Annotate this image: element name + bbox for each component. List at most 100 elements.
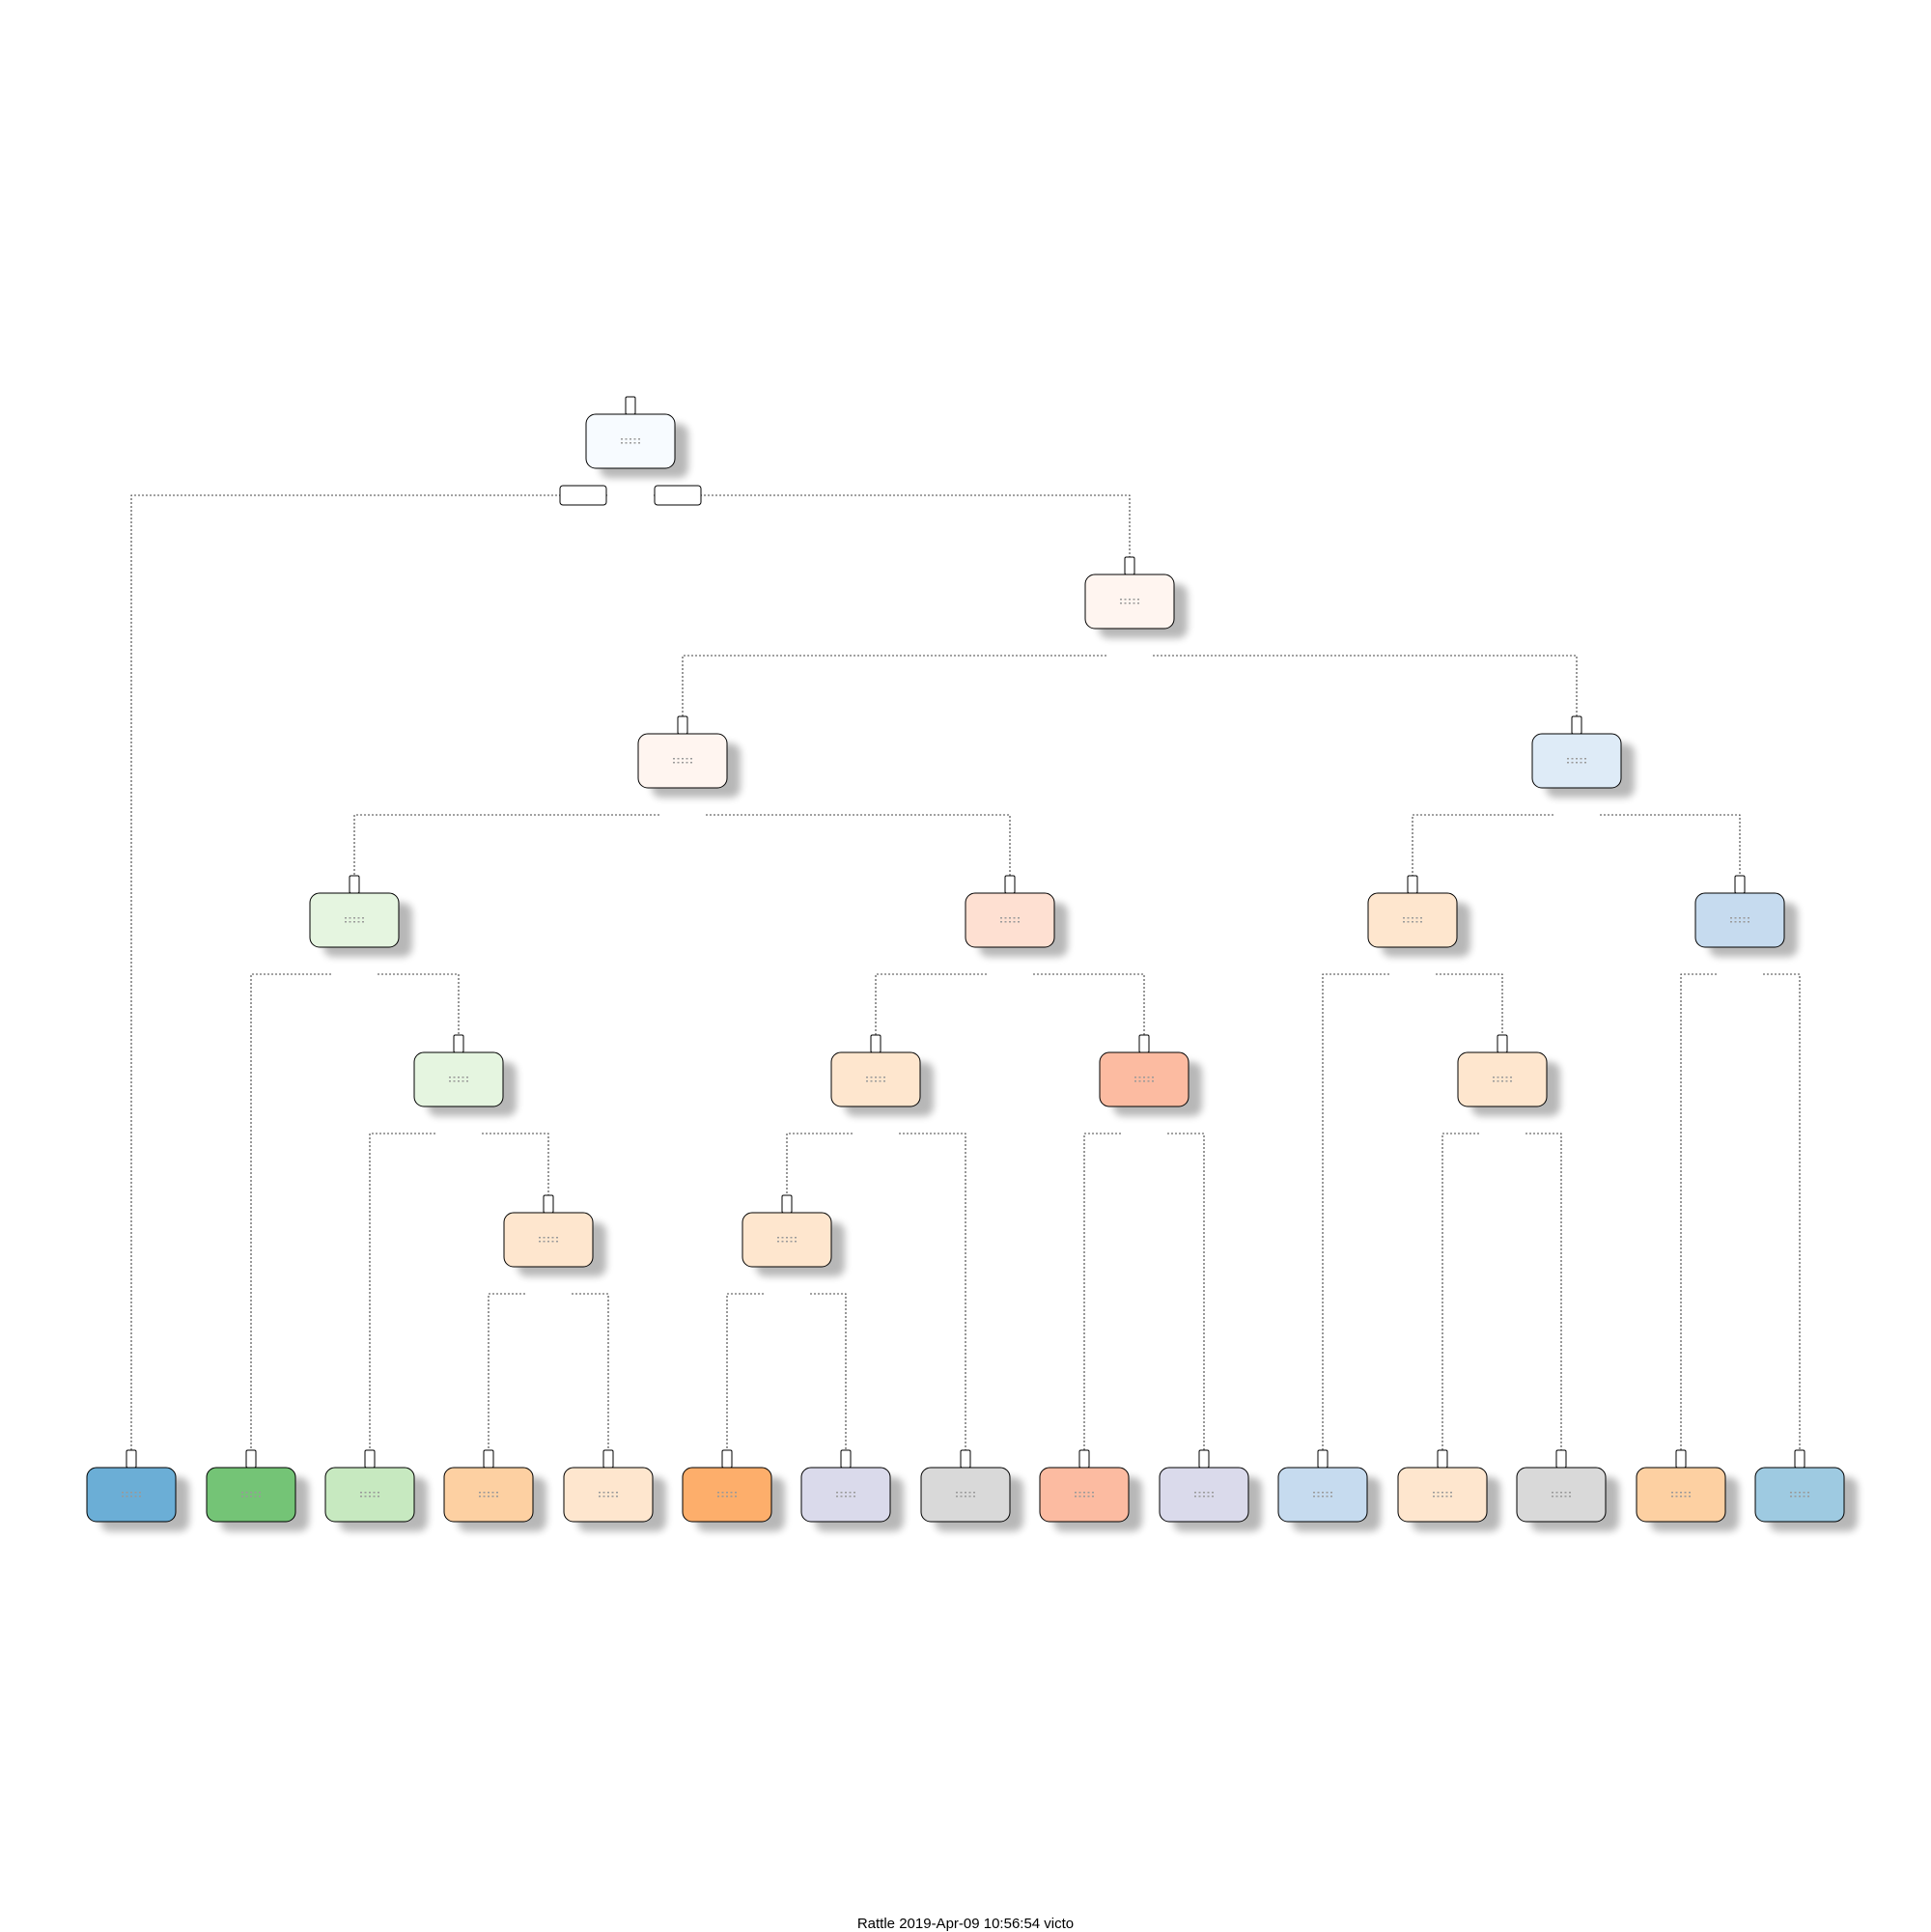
node-text-dot: [1567, 758, 1569, 760]
tree-edge-n51-n103: [548, 1293, 609, 1450]
node-text-dot: [1567, 762, 1569, 764]
node-text-dots: [1567, 758, 1586, 764]
node-text-dot: [1018, 921, 1020, 923]
node-box: [1694, 892, 1785, 948]
tree-edge-n51-n102: [488, 1293, 548, 1450]
node-text-dot: [1497, 1080, 1499, 1082]
node-text-dot: [1734, 917, 1737, 919]
node-text-dot: [602, 1496, 605, 1498]
tree-node-n1: [585, 396, 688, 478]
node-text-dot: [1078, 1496, 1081, 1498]
node-text-dot: [777, 1241, 779, 1243]
node-text-dot: [1415, 917, 1418, 919]
node-text-dot: [673, 762, 675, 764]
node-text-dot: [241, 1496, 243, 1498]
node-text-dot: [458, 1077, 460, 1078]
node-text-dot: [1510, 1077, 1512, 1078]
node-text-dot: [1437, 1496, 1440, 1498]
node-text-dot: [1000, 921, 1002, 923]
node-text-dot: [122, 1492, 124, 1494]
node-text-dots: [621, 438, 640, 444]
node-text-dot: [1152, 1077, 1154, 1078]
node-text-dot: [795, 1241, 797, 1243]
node-text-dot: [1675, 1492, 1678, 1494]
node-text-dot: [1415, 921, 1418, 923]
node-text-dot: [1152, 1080, 1154, 1082]
node-box: [309, 892, 400, 948]
node-number-tab: [840, 1449, 852, 1469]
node-text-dot: [795, 1237, 797, 1239]
node-text-dot: [139, 1492, 141, 1494]
tree-node-n13: [965, 875, 1068, 957]
node-text-dot: [1330, 1496, 1332, 1498]
node-text-dot: [1743, 917, 1746, 919]
node-text-dot: [449, 1080, 451, 1082]
node-number-tab: [1497, 1034, 1508, 1053]
node-text-dot: [854, 1492, 855, 1494]
root-split-right-box: [654, 485, 702, 506]
node-text-dot: [633, 442, 636, 444]
node-text-dot: [1684, 1496, 1687, 1498]
node-text-dot: [126, 1492, 128, 1494]
node-text-dot: [378, 1496, 379, 1498]
node-text-dot: [690, 762, 692, 764]
node-text-dot: [726, 1496, 728, 1498]
node-text-dot: [1207, 1492, 1210, 1494]
node-text-dot: [1580, 758, 1582, 760]
node-text-dot: [1560, 1496, 1562, 1498]
node-text-dot: [968, 1496, 971, 1498]
node-text-dots: [241, 1492, 261, 1498]
node-box: [1367, 892, 1458, 948]
node-text-dot: [349, 917, 351, 919]
node-text-dot: [840, 1496, 843, 1498]
node-text-dot: [1680, 1492, 1682, 1494]
node-text-dot: [599, 1492, 601, 1494]
node-text-dot: [1087, 1496, 1090, 1498]
node-text-dot: [1313, 1496, 1315, 1498]
node-text-dot: [345, 921, 347, 923]
node-text-dot: [960, 1492, 963, 1494]
node-text-dot: [1212, 1496, 1214, 1498]
node-text-dot: [364, 1492, 367, 1494]
node-text-dot: [1584, 762, 1586, 764]
tree-node-n25: [413, 1034, 517, 1116]
node-text-dot: [466, 1080, 468, 1082]
node-box: [742, 1212, 832, 1268]
node-box: [413, 1051, 504, 1107]
node-text-dot: [1510, 1080, 1512, 1082]
node-text-dot: [539, 1241, 541, 1243]
node-text-dot: [721, 1496, 724, 1498]
node-text-dot: [630, 438, 631, 440]
node-text-dot: [1450, 1496, 1452, 1498]
node-text-dot: [960, 1496, 963, 1498]
node-text-dots: [1790, 1492, 1809, 1498]
node-text-dot: [717, 1492, 719, 1494]
node-text-dot: [1569, 1496, 1571, 1498]
node-number-tab: [1198, 1449, 1210, 1469]
tree-node-n2: [86, 1449, 189, 1531]
split-label-gap-n15: [1719, 971, 1761, 977]
node-box: [682, 1467, 772, 1523]
tree-node-n54: [1039, 1449, 1142, 1531]
tree-edge-n1-n3: [630, 494, 1131, 557]
tree-node-n55: [1159, 1449, 1262, 1531]
node-text-dot: [1493, 1077, 1495, 1078]
node-text-dot: [1739, 917, 1741, 919]
tree-edge-n14-n28: [1322, 973, 1413, 1450]
node-text-dot: [965, 1496, 966, 1498]
node-text-dot: [1087, 1492, 1090, 1494]
tree-edge-n14-n29: [1413, 973, 1503, 1035]
node-text-dot: [139, 1496, 141, 1498]
node-text-dot: [866, 1077, 868, 1078]
node-text-dot: [1194, 1492, 1196, 1494]
node-text-dot: [686, 758, 688, 760]
node-text-dots: [1000, 917, 1020, 923]
tree-node-n51: [503, 1194, 606, 1276]
node-text-dot: [353, 917, 355, 919]
node-text-dot: [556, 1241, 558, 1243]
split-label-gap-n14: [1391, 971, 1434, 977]
node-text-dot: [259, 1492, 261, 1494]
node-text-dots: [1194, 1492, 1214, 1498]
node-text-dot: [1092, 1496, 1094, 1498]
node-text-dots: [1313, 1492, 1332, 1498]
